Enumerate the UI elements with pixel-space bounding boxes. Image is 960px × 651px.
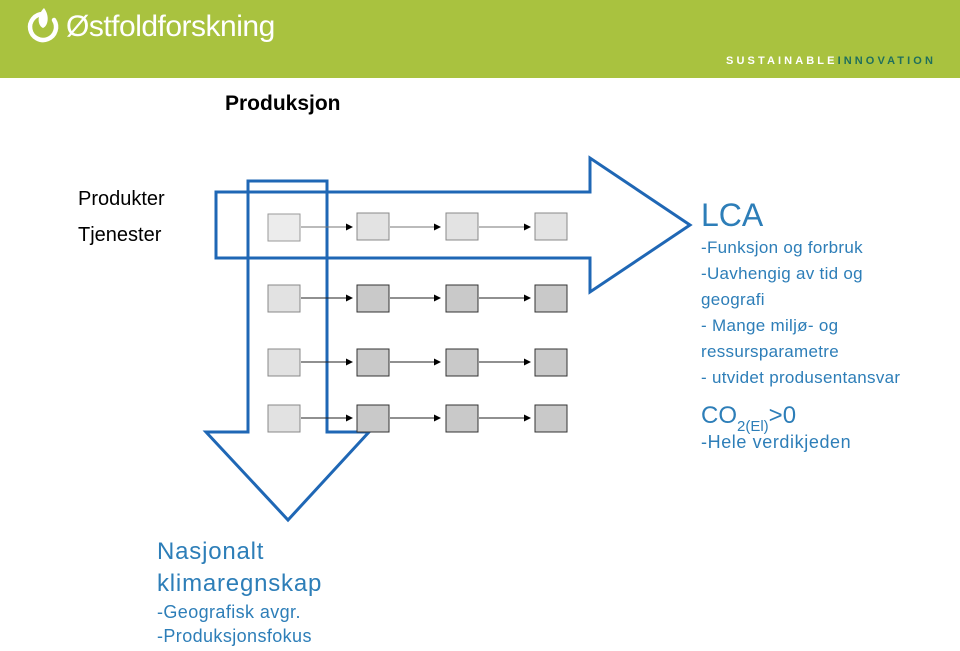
process-box xyxy=(267,348,301,377)
process-box xyxy=(356,212,390,241)
tagline-innovation: INNOVATION xyxy=(837,55,936,67)
lca-point: -Uavhengig av tid og xyxy=(701,264,863,283)
grid-row-2 xyxy=(267,284,568,313)
tagline: SUSTAINABLEINNOVATION xyxy=(726,55,936,67)
process-box xyxy=(267,404,301,433)
lca-point: geografi xyxy=(701,290,765,309)
label-tjenester: Tjenester xyxy=(78,224,162,246)
process-box xyxy=(356,348,390,377)
nasjonalt-block: Nasjonalt klimaregnskap -Geografisk avgr… xyxy=(157,536,322,648)
process-box xyxy=(445,348,479,377)
process-box xyxy=(534,212,568,241)
co2-suffix: >0 xyxy=(768,402,797,429)
process-box xyxy=(534,284,568,313)
grid-row-3 xyxy=(267,348,568,377)
grid-row-1 xyxy=(267,212,568,242)
co2-block: CO2(El)>0 -Hele verdikjeden xyxy=(701,402,851,454)
process-box xyxy=(445,404,479,433)
process-box xyxy=(267,213,301,242)
vertical-geography-arrow xyxy=(202,179,373,523)
co2-main: CO xyxy=(701,402,737,429)
leaf-drop-icon xyxy=(27,8,59,43)
label-produksjon: Produksjon xyxy=(225,92,341,115)
lca-point: ressursparametre xyxy=(701,342,840,361)
co2-point: -Hele verdikjeden xyxy=(701,432,852,452)
nasjonalt-title-1: Nasjonalt xyxy=(157,538,265,565)
nasjonalt-point: -Produksjonsfokus xyxy=(157,626,312,646)
label-produkter: Produkter xyxy=(78,188,165,210)
process-box xyxy=(356,404,390,433)
process-box xyxy=(534,404,568,433)
process-box xyxy=(445,212,479,241)
nasjonalt-point: -Geografisk avgr. xyxy=(157,602,301,622)
lca-block: LCA -Funksjon og forbruk -Uavhengig av t… xyxy=(701,195,900,391)
process-box xyxy=(445,284,479,313)
process-box xyxy=(356,284,390,313)
lca-point: - utvidet produsentansvar xyxy=(701,368,901,387)
process-box xyxy=(534,348,568,377)
co2-subscript: 2(El) xyxy=(737,418,769,435)
lca-title: LCA xyxy=(701,197,764,233)
header-bar: Østfoldforskning SUSTAINABLEINNOVATION xyxy=(0,0,960,78)
tagline-sustainable: SUSTAINABLE xyxy=(726,55,838,67)
process-box xyxy=(267,284,301,313)
nasjonalt-title-2: klimaregnskap xyxy=(157,570,323,597)
horizontal-value-chain-arrow xyxy=(214,155,693,295)
grid-row-4 xyxy=(267,404,568,433)
co2-heading: CO2(El)>0 xyxy=(701,402,851,435)
lca-point: -Funksjon og forbruk xyxy=(701,238,863,257)
lca-point: - Mange miljø- og xyxy=(701,316,839,335)
brand-name: Østfoldforskning xyxy=(66,10,275,43)
